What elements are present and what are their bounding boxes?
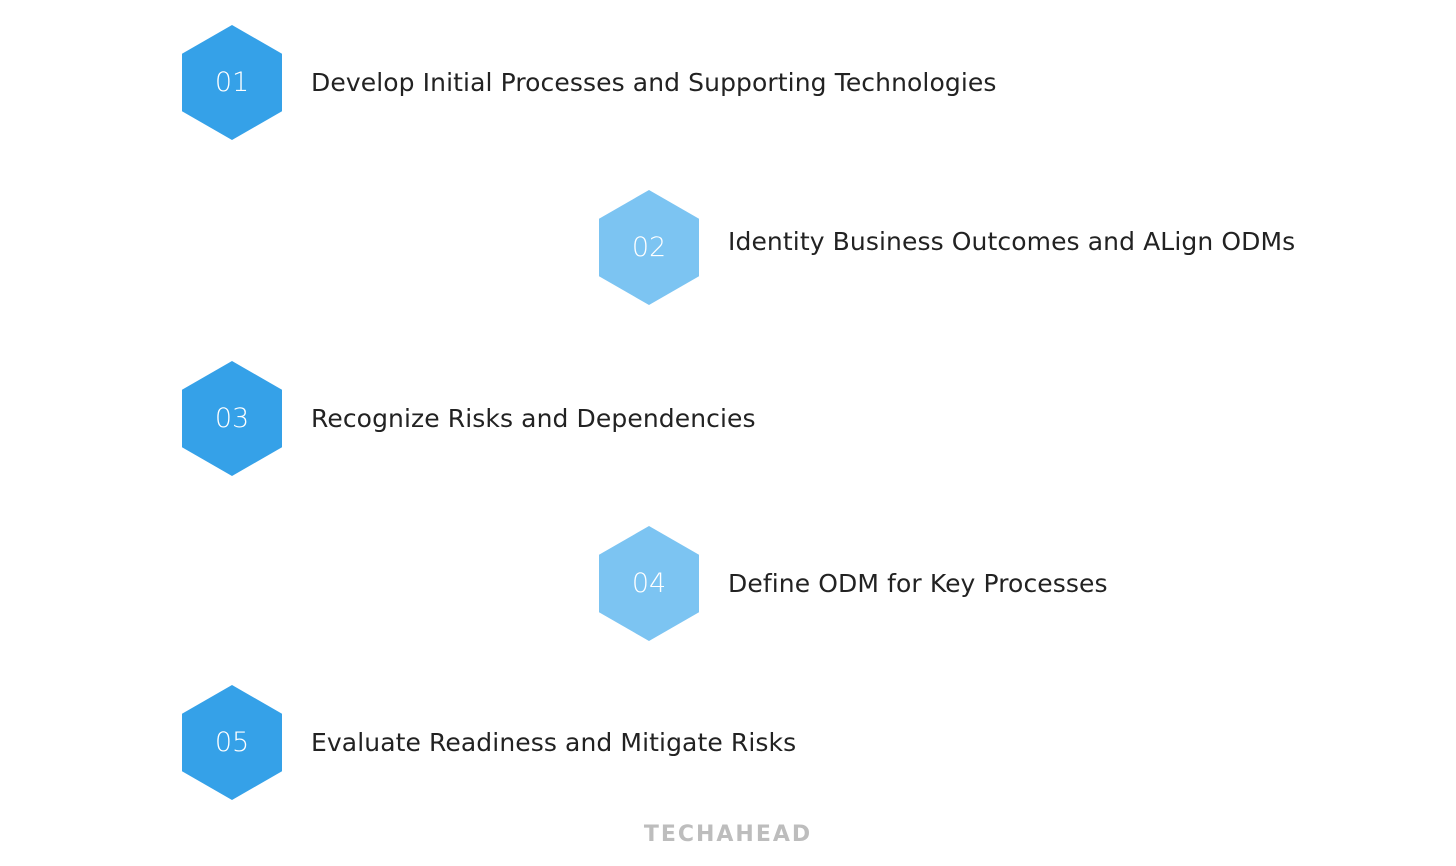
- hexagon-icon: 03: [182, 361, 282, 476]
- step-number: 01: [214, 67, 250, 98]
- step-03: 03 Recognize Risks and Dependencies: [182, 361, 756, 476]
- hexagon-icon: 01: [182, 25, 282, 140]
- step-number: 02: [631, 232, 667, 263]
- step-label: Identity Business Outcomes and ALign ODM…: [728, 227, 1296, 256]
- step-number: 05: [214, 727, 250, 758]
- step-04: 04 Define ODM for Key Processes: [599, 526, 1108, 641]
- hexagon-icon: 02: [599, 190, 699, 305]
- step-01: 01 Develop Initial Processes and Support…: [182, 25, 997, 140]
- hexagon-icon: 04: [599, 526, 699, 641]
- step-label: Recognize Risks and Dependencies: [311, 404, 756, 433]
- step-02: 02 Identity Business Outcomes and ALign …: [599, 190, 1295, 305]
- step-label: Evaluate Readiness and Mitigate Risks: [311, 728, 797, 757]
- hexagon-icon: 05: [182, 685, 282, 800]
- step-label: Define ODM for Key Processes: [728, 569, 1108, 598]
- step-05: 05 Evaluate Readiness and Mitigate Risks: [182, 685, 796, 800]
- techahead-logo: TECHAHEAD: [643, 822, 813, 847]
- step-number: 04: [631, 568, 667, 599]
- step-number: 03: [214, 403, 250, 434]
- step-label: Develop Initial Processes and Supporting…: [311, 68, 997, 97]
